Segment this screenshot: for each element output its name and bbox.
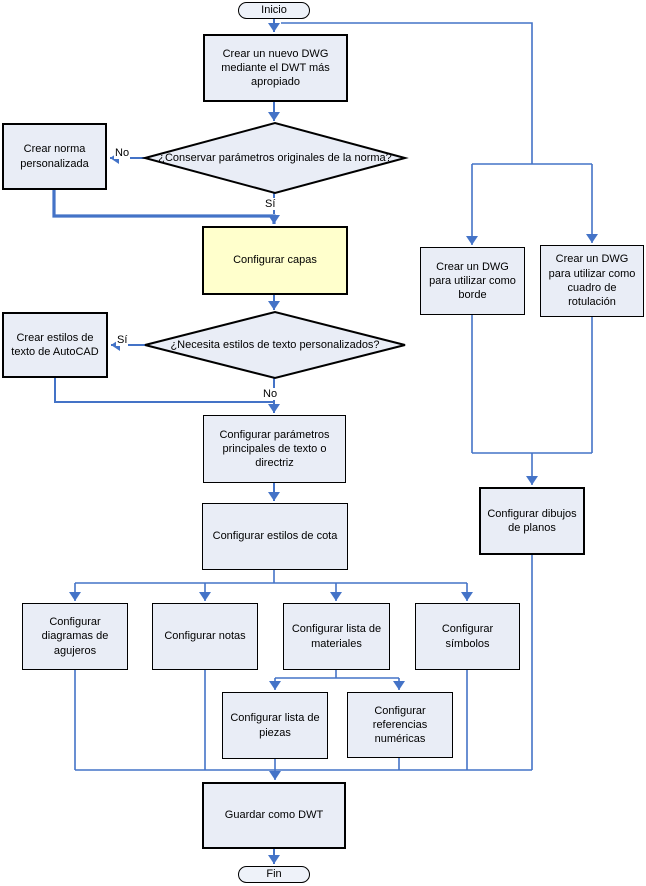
edge-label-no-2: No — [262, 388, 279, 400]
node-config-estilos-cota: Configurar estilos de cota — [202, 503, 348, 570]
node-config-dibujos-planos: Configurar dibujos de planos — [479, 487, 585, 555]
node-config-referencias: Configurar referencias numéricas — [347, 692, 453, 758]
node-dwg-borde: Crear un DWG para utilizar como borde — [420, 247, 525, 315]
node-config-simbolos: Configurar símbolos — [415, 603, 520, 670]
node-config-diagramas-agujeros: Configurar diagramas de agujeros — [22, 603, 128, 670]
decision-conservar-parametros-label: ¿Conservar parámetros originales de la n… — [158, 151, 392, 164]
decision-estilos-texto-shape — [144, 310, 406, 380]
edge-label-no-1: No — [114, 147, 131, 159]
node-crear-estilos-texto: Crear estilos de texto de AutoCAD — [2, 312, 108, 378]
node-config-lista-piezas: Configurar lista de piezas — [222, 692, 328, 759]
node-crear-norma: Crear norma personalizada — [2, 123, 107, 190]
node-config-lista-materiales: Configurar lista de materiales — [283, 603, 390, 670]
node-configurar-capas: Configurar capas — [202, 226, 348, 295]
edge-label-si-2: Sí — [116, 334, 129, 346]
decision-conservar-parametros-shape — [141, 121, 409, 195]
node-config-parametros-texto: Configurar parámetros principales de tex… — [203, 415, 346, 483]
node-inicio: Inicio — [238, 2, 310, 19]
node-crear-dwg: Crear un nuevo DWG mediante el DWT más a… — [203, 34, 348, 102]
node-fin: Fin — [238, 866, 310, 883]
edge-label-si-1: Sí — [264, 198, 277, 210]
node-guardar-dwt: Guardar como DWT — [202, 782, 346, 849]
decision-estilos-texto-label: ¿Necesita estilos de texto personalizado… — [170, 338, 380, 351]
node-config-notas: Configurar notas — [152, 603, 258, 670]
node-dwg-rotulacion: Crear un DWG para utilizar como cuadro d… — [540, 245, 644, 317]
